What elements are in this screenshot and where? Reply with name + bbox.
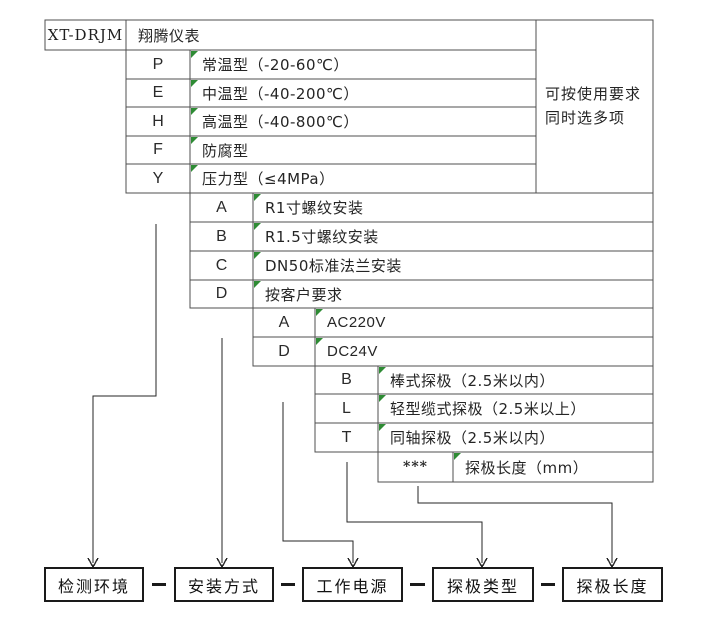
dash-separator	[281, 583, 295, 586]
desc-cell: 同轴探极（2.5米以内）	[390, 429, 555, 447]
desc-cell: 压力型（≤4MPa）	[202, 170, 335, 188]
desc-cell: 按客户要求	[265, 285, 343, 304]
code-cell-A-power: A	[278, 313, 290, 331]
model-code: XT-DRJM	[47, 26, 124, 44]
corner-mark-icon	[379, 395, 386, 402]
code-cell-L-probe: L	[342, 399, 351, 417]
arrowhead-icon	[476, 557, 488, 569]
desc-cell: 高温型（-40-800℃）	[202, 113, 359, 131]
dash-separator	[541, 583, 555, 586]
desc-cell: AC220V	[327, 314, 386, 331]
desc-cell: 防腐型	[202, 141, 249, 160]
field-label-probe-length: 探极长度	[576, 576, 649, 596]
code-cell-A: A	[216, 198, 227, 216]
corner-mark-icon	[379, 367, 386, 374]
code-cell-D-power: D	[278, 342, 290, 360]
corner-mark-icon	[254, 194, 261, 201]
field-label-probe-type: 探极类型	[446, 576, 519, 596]
code-cell-H: H	[152, 112, 164, 130]
desc-cell: R1寸螺纹安装	[265, 199, 364, 217]
field-label-detection-env: 检测环境	[57, 576, 130, 596]
code-cell-C: C	[215, 256, 228, 274]
desc-cell: 中温型（-40-200℃）	[202, 84, 359, 103]
code-cell-stars: ***	[403, 459, 428, 475]
code-cell-B-probe: B	[341, 371, 352, 388]
multi-select-note: 可按使用要求 同时选多项	[545, 82, 650, 130]
arrowhead-icon	[606, 557, 618, 569]
dash-separator	[152, 583, 166, 586]
corner-mark-icon	[191, 137, 198, 144]
code-cell-T-probe: T	[341, 428, 352, 446]
desc-cell: DC24V	[327, 343, 378, 360]
corner-mark-icon	[379, 424, 386, 431]
field-label-mounting: 安装方式	[187, 576, 260, 596]
desc-cell: 探极长度（mm）	[465, 458, 589, 477]
corner-mark-icon	[191, 165, 198, 172]
code-cell-P: P	[152, 55, 164, 73]
desc-cell: 轻型缆式探极（2.5米以上）	[390, 400, 586, 418]
dash-separator	[410, 583, 425, 586]
arrowhead-icon	[87, 557, 99, 569]
corner-mark-icon	[254, 252, 261, 259]
corner-mark-icon	[316, 338, 323, 345]
corner-mark-icon	[191, 51, 198, 58]
corner-mark-icon	[191, 108, 198, 115]
code-cell-B: B	[216, 227, 227, 245]
note-line: 可按使用要求	[545, 85, 642, 103]
desc-cell: R1.5寸螺纹安装	[265, 228, 379, 246]
corner-mark-icon	[316, 309, 323, 316]
field-label-power: 工作电源	[316, 576, 389, 596]
connector-detection-env	[92, 224, 157, 563]
code-cell-E: E	[152, 84, 164, 101]
arrowhead-icon	[216, 557, 228, 569]
note-line: 同时选多项	[545, 109, 626, 127]
corner-mark-icon	[454, 453, 461, 460]
desc-cell: 棒式探极（2.5米以内）	[390, 371, 555, 390]
code-cell-D: D	[215, 285, 228, 302]
desc-cell: 常温型（-20-60℃）	[202, 56, 349, 74]
desc-cell: DN50标准法兰安装	[265, 257, 402, 275]
arrowhead-icon	[347, 557, 359, 569]
brand-name: 翔腾仪表	[138, 26, 201, 45]
code-cell-Y: Y	[152, 169, 164, 187]
connector-probe-length	[417, 486, 613, 563]
corner-mark-icon	[191, 80, 198, 87]
corner-mark-icon	[254, 223, 261, 230]
corner-mark-icon	[254, 281, 261, 288]
code-cell-F: F	[153, 141, 163, 158]
